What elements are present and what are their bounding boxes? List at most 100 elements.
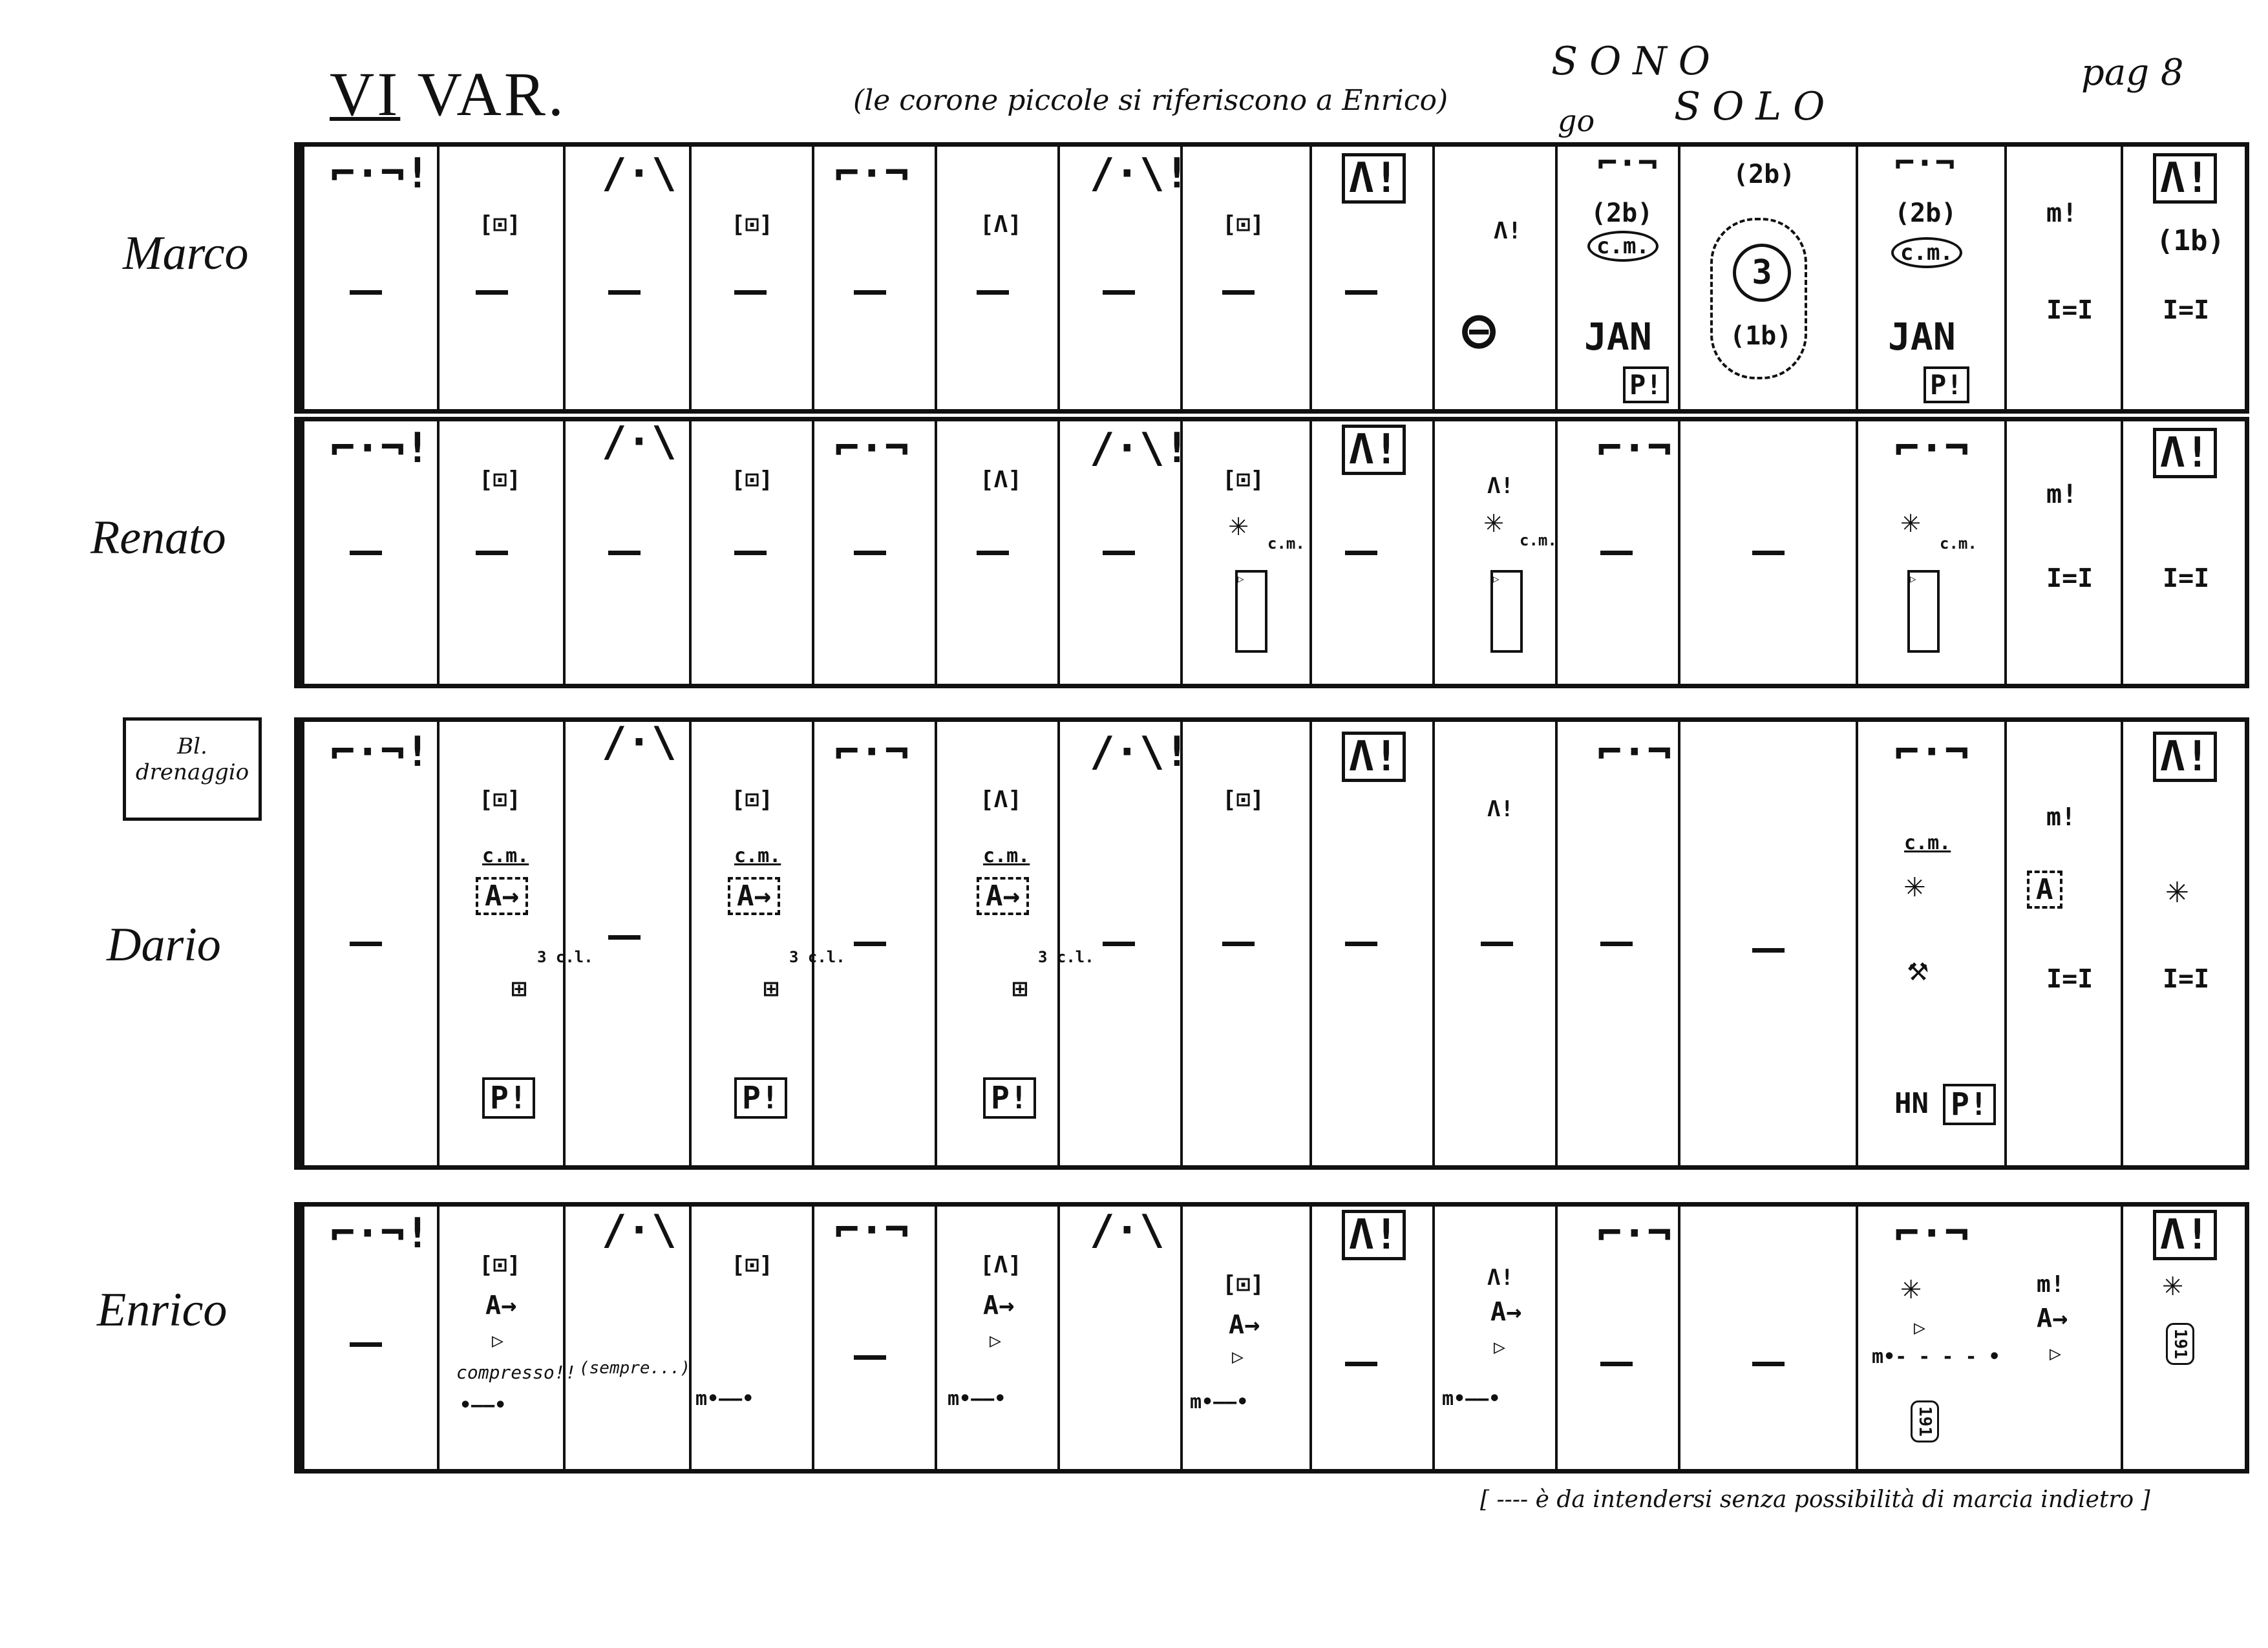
long-fermata-icon: ⌐·¬ — [834, 728, 909, 776]
cm-label: c.m. — [1267, 534, 1305, 553]
sustain-mark — [608, 290, 641, 295]
bar-line — [437, 722, 440, 1165]
sustain-mark — [350, 1342, 382, 1347]
boxed-fermata-icon: Λ! — [1342, 153, 1406, 204]
bar-line — [1856, 1207, 1858, 1469]
bar-line — [1309, 421, 1312, 684]
sustain-mark — [1345, 1362, 1377, 1366]
bar-line — [563, 722, 566, 1165]
bar-line — [437, 147, 440, 409]
fermata-icon: /·\ — [602, 719, 677, 766]
bar-line — [935, 1207, 937, 1469]
arrow-icon: A→ — [2037, 1304, 2068, 1333]
sustain-mark — [350, 290, 382, 295]
boxed-fermata-icon: [⊡] — [479, 211, 522, 238]
equal-sign: I=I — [2163, 964, 2210, 994]
bar-line — [812, 147, 814, 409]
staff-dario: ⌐·¬! [⊡] c.m. A→ ⊞ 3 c.l. P! /·\ [⊡] c.m… — [294, 717, 2249, 1170]
jan-label: JAN — [1584, 315, 1652, 359]
play-icon: ▷ — [1914, 1316, 1926, 1339]
bar-line — [689, 147, 692, 409]
bar-line — [1678, 1207, 1680, 1469]
boxed-fermata-icon: [⊡] — [1222, 211, 1265, 238]
boxed-fermata-icon: [⊡] — [731, 467, 774, 493]
player-name-marco: Marco — [123, 227, 249, 280]
player-name-enrico: Enrico — [97, 1284, 228, 1336]
long-fermata-icon: ⌐·¬ — [1597, 144, 1658, 183]
arrow-icon: A→ — [983, 1291, 1015, 1320]
small-fermata-icon: Λ! — [1487, 473, 1514, 499]
arrow-icon: A→ — [1490, 1297, 1522, 1327]
bar-line — [1432, 722, 1435, 1165]
sustain-mark — [1103, 551, 1135, 555]
fermata-icon: /·\ — [602, 418, 677, 466]
play-icon: ▷ — [1232, 1346, 1244, 1368]
fermata-icon: /·\ — [602, 150, 677, 198]
bar-line — [1057, 421, 1060, 684]
dario-instruction-box: Bl. drenaggio — [123, 717, 262, 821]
boxed-fermata-icon: Λ! — [2153, 428, 2218, 478]
star-icon: ✳ — [1901, 502, 1921, 540]
bar-line — [1555, 147, 1558, 409]
sustain-mark — [1600, 551, 1633, 555]
staff-enrico: ⌐·¬! [⊡] A→ ▷ compresso!! •——• /·\ (semp… — [294, 1202, 2249, 1474]
boxed-fermata-icon: [⊡] — [731, 1252, 774, 1278]
repeat-count-label: (2b) — [1591, 198, 1653, 228]
boxed-fermata-icon: Λ! — [1342, 1210, 1406, 1260]
bar-line — [1057, 1207, 1060, 1469]
fermata-icon: /·\ — [1090, 1207, 1165, 1254]
sustain-mark — [476, 290, 508, 295]
p-box: P! — [983, 1077, 1036, 1119]
repeat-count-label: (2b) — [1894, 198, 1957, 228]
sustain-mark — [608, 551, 641, 555]
sustain-mark — [1481, 942, 1513, 946]
bar-line — [1678, 421, 1680, 684]
dotted-slide-line: m•- - - - • — [1872, 1346, 2000, 1368]
staff-renato: ⌐·¬! [⊡] /·\ [⊡] ⌐·¬ [Λ] /·\! [⊡] ✳ c.m.… — [294, 417, 2249, 688]
play-box-icon: ▷ — [1907, 570, 1940, 653]
bar-line — [1309, 722, 1312, 1165]
long-fermata-icon: ⌐·¬ — [1894, 144, 1955, 183]
sustain-mark — [734, 551, 767, 555]
bar-line — [563, 421, 566, 684]
number-box: 191 — [1911, 1400, 1939, 1442]
sustain-mark — [854, 942, 886, 946]
cm-label: c.m. — [1904, 832, 1951, 854]
bar-line — [935, 147, 937, 409]
bar-line — [2004, 421, 2007, 684]
boxed-fermata-icon: Λ! — [1342, 732, 1406, 782]
star-icon: ✳ — [2166, 867, 2189, 911]
cm-label: c.m. — [482, 845, 529, 867]
boxed-fermata-icon: Λ! — [2153, 153, 2218, 204]
long-fermata-icon: ⌐·¬ — [1894, 1210, 1969, 1258]
boxed-fermata-icon: [⊡] — [1222, 1271, 1265, 1298]
equal-sign: I=I — [2163, 295, 2210, 325]
equal-sign: I=I — [2046, 295, 2093, 325]
bar-line — [1678, 722, 1680, 1165]
star-icon: ✳ — [1229, 505, 1249, 543]
sustain-mark — [350, 551, 382, 555]
long-fermata-icon: ⌐·¬! — [330, 150, 430, 198]
cm-label: c.m. — [983, 845, 1030, 867]
bar-line — [812, 722, 814, 1165]
footnote: [ ---- è da intendersi senza possibilità… — [1480, 1486, 2150, 1513]
technique-label: 3 c.l. — [789, 948, 845, 966]
staff-marco: ⌐·¬! [⊡] /·\ [⊡] ⌐·¬ [Λ] /·\! [⊡] Λ! Λ! … — [294, 142, 2249, 414]
boxed-fermata-icon: Λ! — [2153, 732, 2218, 782]
boxed-fermata-icon: [Λ] — [980, 211, 1023, 238]
tool-icon: ⊞ — [1012, 974, 1028, 1004]
bar-line — [563, 1207, 566, 1469]
tool-icon: ⊞ — [763, 974, 779, 1004]
boxed-fermata-icon: [Λ] — [980, 467, 1023, 493]
bar-line — [1180, 147, 1183, 409]
bar-line — [1180, 722, 1183, 1165]
bar-line — [689, 421, 692, 684]
boxed-fermata-icon: [⊡] — [479, 467, 522, 493]
boxed-fermata-icon: [Λ] — [980, 1252, 1023, 1278]
bar-line — [2121, 1207, 2123, 1469]
bar-line — [437, 1207, 440, 1469]
bar-line — [2121, 421, 2123, 684]
jan-label: JAN — [1888, 315, 1956, 359]
circled-count: 3 — [1733, 244, 1791, 302]
bar-line — [1856, 421, 1858, 684]
